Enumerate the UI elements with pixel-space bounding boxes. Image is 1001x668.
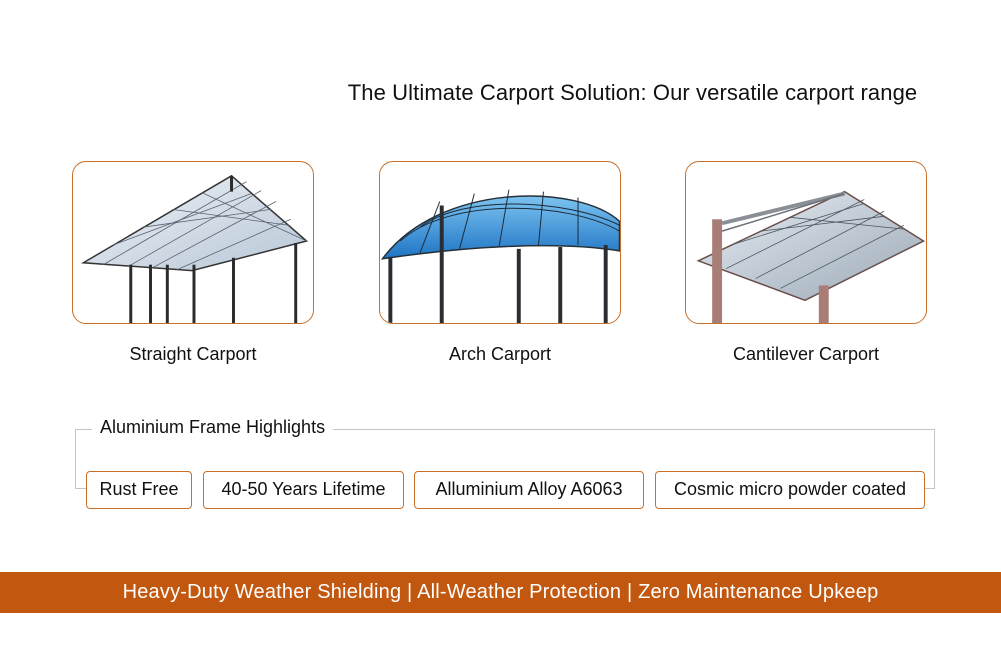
- page-title: The Ultimate Carport Solution: Our versa…: [347, 80, 918, 105]
- highlight-coating: Cosmic micro powder coated: [655, 471, 925, 509]
- straight-carport-card[interactable]: [72, 161, 314, 324]
- cantilever-carport-card[interactable]: [685, 161, 927, 324]
- highlights-frame: [75, 429, 935, 489]
- highlight-lifetime: 40-50 Years Lifetime: [203, 471, 404, 509]
- arch-carport-caption: Arch Carport: [448, 344, 552, 364]
- cantilever-carport-caption: Cantilever Carport: [732, 344, 880, 364]
- highlight-alloy: Alluminium Alloy A6063: [414, 471, 644, 509]
- arch-carport-image: [380, 189, 620, 323]
- highlights-title: Aluminium Frame Highlights: [92, 417, 334, 438]
- features-banner: Heavy-Duty Weather Shielding | All-Weath…: [0, 572, 1001, 613]
- cantilever-carport-image: [696, 190, 926, 323]
- arch-carport-card[interactable]: [379, 161, 621, 324]
- straight-carport-image: [80, 174, 309, 323]
- highlight-rust-free: Rust Free: [86, 471, 192, 509]
- straight-carport-caption: Straight Carport: [129, 344, 257, 364]
